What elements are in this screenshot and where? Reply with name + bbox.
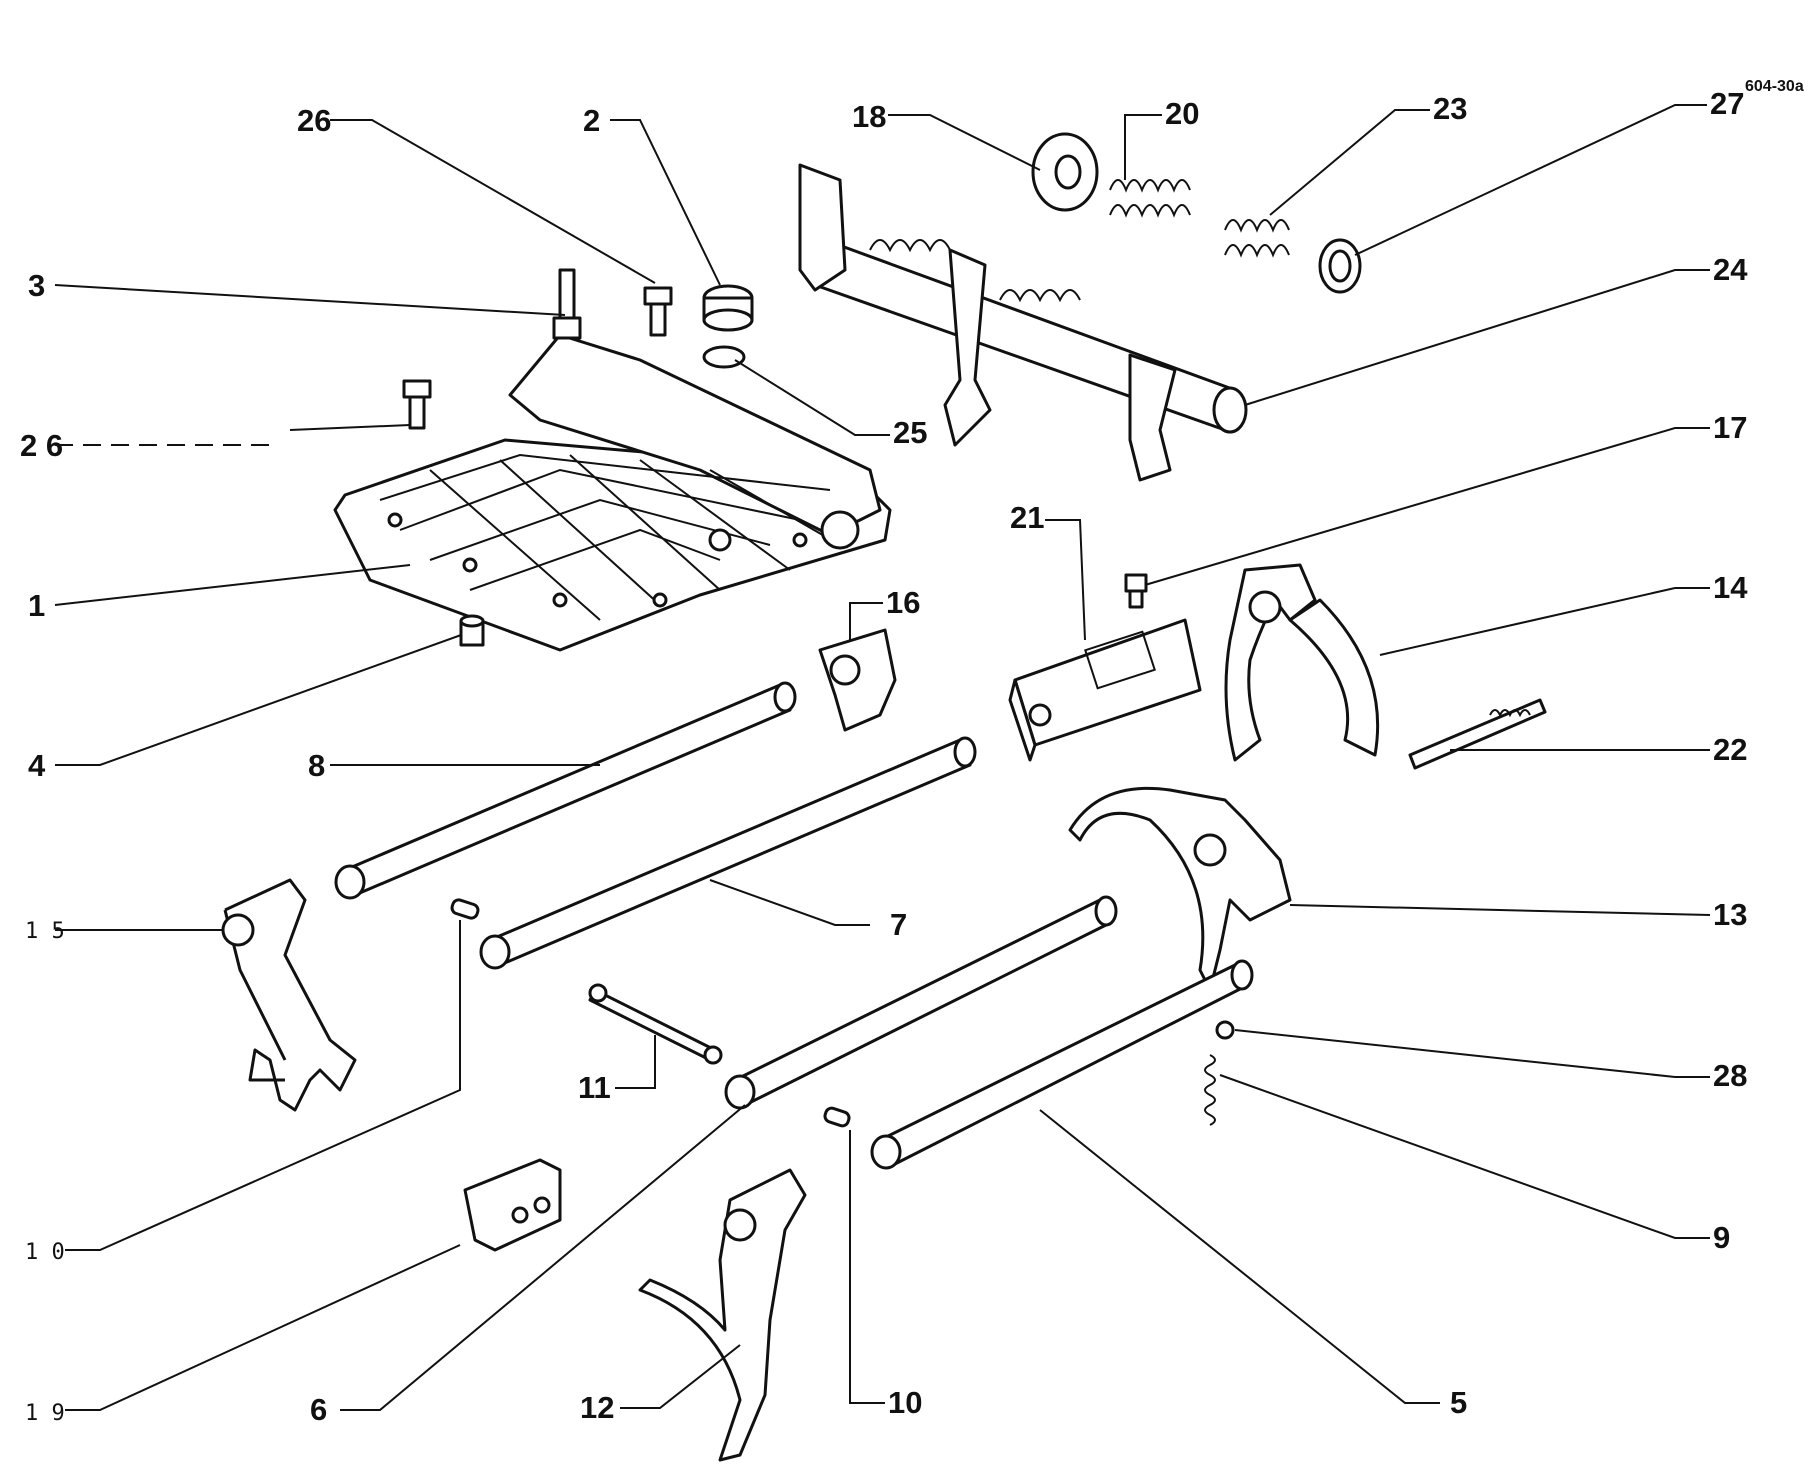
part-3-bolt [552, 268, 582, 340]
label-19: 1 9 [25, 1401, 65, 1426]
part-10-pin-lower [823, 1106, 851, 1128]
label-10-left: 1 0 [25, 1240, 65, 1265]
part-10-pin-upper [450, 898, 480, 920]
label-10-bottom: 10 [888, 1385, 922, 1420]
part-27-ring [1318, 238, 1362, 294]
label-26-top: 26 [297, 103, 331, 138]
label-18: 18 [852, 99, 886, 134]
label-2: 2 [583, 103, 600, 138]
label-5: 5 [1450, 1385, 1467, 1420]
part-18-washer [1031, 132, 1099, 212]
diagram-reference: 604-30a [1745, 78, 1804, 95]
part-24-selector-shaft [798, 163, 1248, 482]
label-9: 9 [1713, 1220, 1730, 1255]
label-14: 14 [1713, 570, 1748, 605]
part-8-rail [334, 681, 797, 900]
part-20-spring [1109, 179, 1191, 218]
label-24: 24 [1713, 252, 1748, 287]
label-11: 11 [578, 1070, 611, 1105]
label-13: 13 [1713, 897, 1747, 932]
part-15-shift-fork [221, 878, 357, 1112]
part-1-cover-housing [333, 333, 892, 652]
label-25: 25 [893, 415, 927, 450]
label-28: 28 [1713, 1058, 1747, 1093]
part-5-rail [870, 959, 1254, 1170]
part-2-plug [702, 284, 754, 332]
part-7-rail [479, 736, 977, 970]
label-23: 23 [1433, 91, 1467, 126]
part-16-bracket [818, 628, 897, 732]
part-11-interlock-rod [588, 983, 723, 1065]
part-13-shift-fork [1068, 786, 1292, 992]
part-21-block [1008, 618, 1202, 762]
part-14-shift-fork [1224, 563, 1380, 762]
part-22-detent-pin [1408, 698, 1547, 770]
label-20: 20 [1165, 96, 1199, 131]
part-26-bolt-left [402, 379, 432, 430]
label-27: 27 [1710, 86, 1744, 121]
label-26-left: 2 6 [20, 428, 63, 463]
label-17: 17 [1713, 410, 1747, 445]
label-3: 3 [28, 268, 45, 303]
label-21: 21 [1010, 500, 1044, 535]
label-8: 8 [308, 748, 325, 783]
part-19-block [463, 1158, 562, 1252]
label-4: 4 [28, 748, 46, 783]
part-9-spring [1204, 1054, 1216, 1126]
label-15: 1 5 [25, 919, 65, 944]
part-6-rail [724, 895, 1118, 1110]
part-4-sleeve [459, 614, 485, 647]
part-28-ball [1215, 1020, 1235, 1040]
part-26-bolt-top [643, 286, 673, 337]
part-25-washer [702, 345, 746, 369]
label-1: 1 [28, 588, 45, 623]
label-6: 6 [310, 1392, 327, 1427]
part-17-screw [1124, 573, 1148, 609]
label-12: 12 [580, 1390, 614, 1425]
label-7: 7 [890, 907, 907, 942]
callout-labels: 26 2 18 20 23 27 3 24 2 6 25 17 21 1 14 … [20, 86, 1748, 1427]
part-23-spring [1224, 219, 1290, 258]
part-12-shift-fork [638, 1168, 807, 1462]
label-16: 16 [886, 585, 920, 620]
leader-lines [54, 104, 1711, 1411]
label-22: 22 [1713, 732, 1747, 767]
